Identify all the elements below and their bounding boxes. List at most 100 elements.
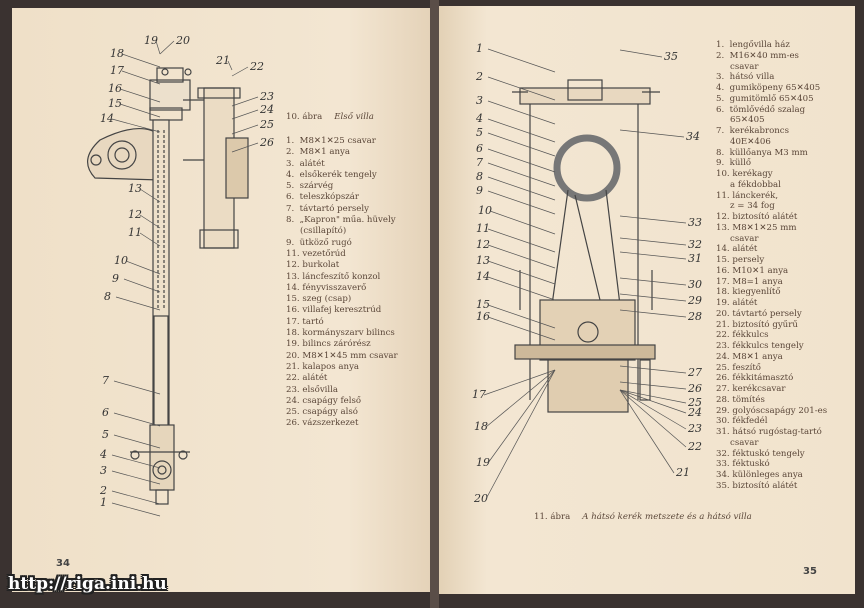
legend-item: 3. hátsó villa: [716, 72, 775, 83]
legend-item: 3. alátét: [286, 158, 325, 169]
callout-number: 29: [687, 294, 702, 307]
leader-line: [113, 380, 161, 395]
legend-item: 65✕405: [730, 115, 765, 126]
leader-line: [619, 309, 687, 318]
legend-item: 6. teleszkópszár: [286, 192, 360, 203]
callout-number: 9: [112, 272, 119, 285]
leader-line: [619, 277, 687, 286]
callout-number: 14: [476, 270, 490, 283]
legend-item: 26. vázszerkezet: [286, 418, 359, 429]
callout-number: 7: [102, 374, 109, 387]
legend-item: (csillapító): [300, 226, 347, 237]
legend-item: 8. „Kapron" műa. hüvely: [286, 215, 396, 226]
legend-item: 28. tömítés: [716, 394, 765, 405]
callout-number: 32: [688, 238, 702, 251]
legend-item: 14. alátét: [716, 244, 758, 255]
callout-number: 25: [259, 118, 274, 131]
legend-item: 21. biztosító gyűrű: [716, 319, 798, 330]
callout-number: 7: [476, 156, 483, 169]
callout-number: 5: [476, 126, 483, 139]
legend-item: 17. tartó: [286, 316, 324, 327]
callout-number: 34: [686, 130, 700, 143]
callout-number: 23: [259, 90, 274, 103]
legend-item: 1. M8✕1✕25 csavar: [286, 136, 376, 146]
callout-number: 6: [476, 142, 483, 155]
callout-number: 4: [99, 448, 107, 461]
callout-number: 19: [476, 456, 490, 469]
legend-item: 34. különleges anya: [716, 470, 803, 480]
legend-item: 2. M16✕40 mm-es: [716, 50, 799, 61]
callout-number: 2: [99, 484, 107, 497]
callout-number: 5: [102, 428, 109, 441]
legend-item: 15. szeg (csap): [286, 294, 352, 305]
callout-number: 1: [476, 42, 483, 55]
legend-item: 21. kalapos anya: [286, 361, 360, 372]
callout-number: 4: [475, 112, 483, 125]
leader-line: [619, 293, 687, 302]
leader-line: [231, 142, 259, 153]
leader-line: [231, 124, 259, 135]
callout-number: 25: [687, 396, 702, 409]
legend-item: 22. alátét: [286, 373, 328, 384]
callout-number: 21: [675, 466, 690, 479]
legend-item: 18. kormányszarv bilincs: [286, 328, 395, 339]
legend-item: 5. gumitömlő 65✕405: [716, 93, 814, 104]
legend-item: a fékdobbal: [730, 179, 781, 190]
book-gutter: [430, 0, 439, 608]
leader-line: [125, 260, 161, 275]
legend-item: 29. golyóscsapágy 201-es: [716, 405, 828, 416]
legend-item: 4. gumiköpeny 65✕405: [716, 83, 821, 93]
leader-line: [139, 188, 161, 203]
legend-item: 22. fékkulcs: [716, 330, 769, 341]
callout-number: 24: [687, 406, 702, 419]
leader-line: [231, 109, 259, 120]
callout-number: 10: [114, 254, 128, 267]
leader-line: [159, 40, 175, 55]
legend-item: csavar: [730, 61, 759, 72]
legend-item: 11. vezetőrúd: [286, 248, 346, 259]
leader-line: [619, 389, 675, 474]
leader-line: [487, 132, 556, 157]
callout-number: 20: [473, 492, 488, 505]
leader-line: [619, 389, 687, 404]
leader-line: [111, 502, 161, 517]
legend-item: 10. kerékagy: [716, 169, 773, 179]
callout-number: 12: [128, 208, 142, 221]
callout-number: 26: [259, 136, 274, 149]
legend-item: 12. burkolat: [286, 260, 340, 271]
leader-line: [487, 148, 556, 173]
front-fork-drawing: [87, 67, 249, 505]
callout-number: 26: [687, 382, 702, 395]
legend-item: z = 34 fog: [730, 201, 775, 212]
callout-number: 8: [476, 170, 483, 183]
legend-item: 14. fényvisszaverő: [286, 282, 367, 293]
figure-number: 10. ábra: [286, 112, 323, 122]
legend-item: 12. biztosító alátét: [716, 212, 798, 222]
callout-number: 22: [249, 60, 264, 73]
callout-number: 8: [104, 290, 111, 303]
legend-item: 8. küllőanya M3 mm: [716, 147, 808, 158]
leader-line: [619, 215, 687, 224]
legend-item: 26. fékkitámasztó: [716, 373, 794, 384]
legend-item: 17. M8=1 anya: [716, 276, 783, 287]
leader-line: [619, 389, 687, 430]
legend-item: 9. ütköző rugó: [286, 237, 352, 248]
watermark: http://riga.ini.hu: [8, 574, 167, 594]
callout-number: 35: [664, 50, 678, 63]
legend-item: 35. biztosító alátét: [716, 480, 798, 491]
legend-item: 15. persely: [716, 255, 765, 265]
legend-item: 11. lánckerék,: [716, 190, 779, 201]
leader-line: [487, 369, 556, 464]
legend-item: 19. bilincs zárórész: [286, 339, 371, 350]
callout-number: 1: [100, 496, 107, 509]
leader-line: [487, 190, 556, 215]
legend-item: 16. M10✕1 anya: [716, 265, 789, 276]
leader-line: [227, 60, 233, 71]
legend-item: 33. féktuskó: [716, 459, 770, 470]
callout-number: 22: [687, 440, 702, 453]
leader-line: [487, 228, 556, 253]
leader-line: [619, 49, 663, 58]
